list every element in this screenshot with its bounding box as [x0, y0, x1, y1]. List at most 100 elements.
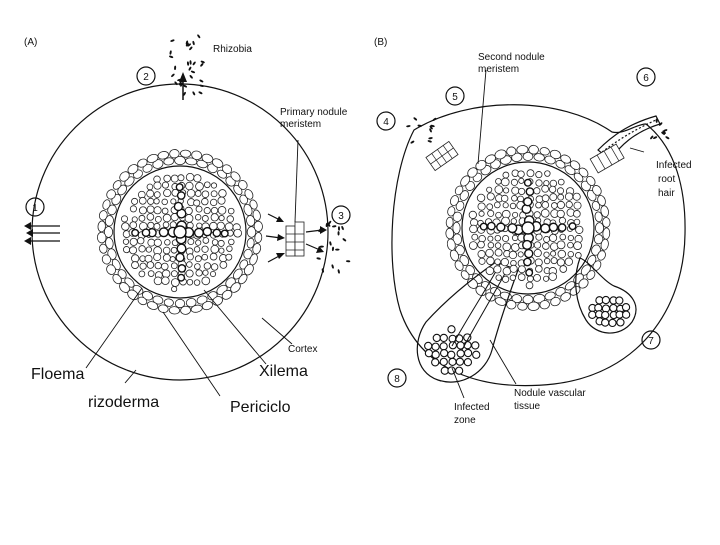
tissue-cell — [467, 167, 478, 178]
stele-cell — [542, 242, 550, 250]
stele-cell — [477, 240, 485, 249]
stele-cell — [154, 262, 162, 270]
tissue-cell — [600, 238, 609, 251]
rhizobium — [198, 91, 203, 95]
panel-a-arrowhead-up — [179, 72, 187, 82]
tissue-cell — [99, 243, 108, 254]
tissue-cell — [511, 294, 523, 304]
stele-cell — [501, 216, 510, 226]
tissue-cell — [169, 149, 180, 159]
nodule-cell — [472, 350, 481, 359]
tissue-cell — [168, 306, 181, 315]
stele-cell — [518, 187, 526, 196]
xylem-vessel — [525, 268, 534, 277]
xylem-vessel — [548, 222, 559, 232]
stele-cell — [153, 191, 161, 199]
rhizobium — [662, 130, 666, 134]
stele-cell — [468, 241, 478, 250]
tissue-cell — [591, 200, 601, 211]
stele-cell — [170, 270, 178, 278]
xylem-vessel — [141, 228, 151, 238]
nodule-cell — [621, 310, 631, 319]
stele-cell — [164, 239, 171, 246]
stele-cell — [131, 216, 138, 223]
nodule-cell — [424, 341, 433, 351]
nodule-cell — [601, 318, 610, 327]
stele-cell — [500, 177, 510, 187]
stele-cell — [510, 178, 518, 186]
rhizobium — [429, 125, 433, 130]
floema-leader — [85, 287, 143, 369]
stele-cell — [494, 248, 503, 257]
xylem-vessel — [568, 222, 577, 231]
stele-cell — [186, 253, 194, 261]
panel-b-right-lobe-cells — [588, 295, 631, 328]
panel-a-stele — [113, 165, 247, 299]
stele-cell — [153, 253, 162, 262]
stele-cell — [503, 187, 510, 194]
stele-cell — [487, 235, 494, 242]
stele-cell — [131, 261, 139, 269]
rhizobium — [321, 268, 324, 273]
xylem-vessel — [177, 273, 186, 282]
stele-cell — [162, 221, 170, 229]
tissue-cell — [179, 149, 192, 158]
stele-cell — [203, 262, 212, 270]
tissue-cell — [101, 254, 112, 265]
panel-b-step-4: 4 — [383, 117, 389, 128]
stele-cell — [557, 193, 565, 201]
tissue-cell — [445, 227, 454, 240]
panel-a-cortex-label: Cortex — [288, 344, 317, 355]
rhizobium — [174, 65, 177, 71]
tissue-cell — [454, 185, 464, 196]
nodule-cell — [431, 342, 440, 351]
stele-cell — [146, 213, 155, 221]
xilema-label: Xilema — [259, 363, 308, 380]
panel-a-step-3: 3 — [338, 211, 344, 222]
rhizobium — [189, 75, 193, 79]
tissue-cell — [516, 145, 529, 155]
tissue-cell — [106, 264, 117, 275]
tissue-cell — [569, 285, 581, 296]
tissue-cell — [578, 167, 589, 178]
stele-cell — [509, 202, 517, 210]
rhizobium — [170, 39, 175, 42]
tissue-cell — [549, 149, 562, 160]
stele-cell — [193, 279, 201, 286]
panel-a-rhizobia-cluster — [169, 34, 205, 96]
tissue-cell — [533, 153, 545, 162]
tissue-cell — [137, 158, 148, 168]
tissue-cell — [452, 211, 463, 222]
panel-b-cortex-cells — [445, 144, 611, 311]
rhizobium — [665, 136, 670, 140]
stele-cell — [186, 189, 196, 198]
rhizobium — [318, 228, 322, 233]
tissue-cell — [190, 304, 203, 313]
rhizobium — [183, 84, 188, 88]
panel-b-infected-zone-leader — [451, 367, 465, 399]
stele-cell — [550, 250, 557, 257]
panel-b-step-8: 8 — [394, 374, 400, 385]
panel-a-label: (A) — [24, 37, 37, 48]
stele-cell — [511, 234, 519, 242]
stele-cell — [541, 194, 550, 203]
stele-cell — [535, 179, 543, 187]
stele-cell — [494, 242, 502, 249]
stele-cell — [551, 202, 558, 209]
stele-cell — [502, 266, 512, 276]
panel-b-vascular-leader — [489, 339, 517, 385]
stele-cell — [486, 256, 495, 266]
panel-b-step-5-marker — [445, 86, 465, 106]
stele-cell — [161, 181, 169, 189]
stele-cell — [210, 198, 218, 207]
stele-cell — [502, 234, 510, 243]
stele-cell — [469, 224, 478, 234]
panel-b-second-nodule-meristem — [425, 140, 459, 172]
stele-cell — [147, 197, 155, 205]
nodule-cell — [601, 310, 610, 320]
nodule-cell — [463, 348, 473, 358]
panel-a-step-2-marker — [136, 66, 156, 86]
stele-cell — [556, 209, 565, 218]
tissue-cell — [595, 222, 604, 234]
